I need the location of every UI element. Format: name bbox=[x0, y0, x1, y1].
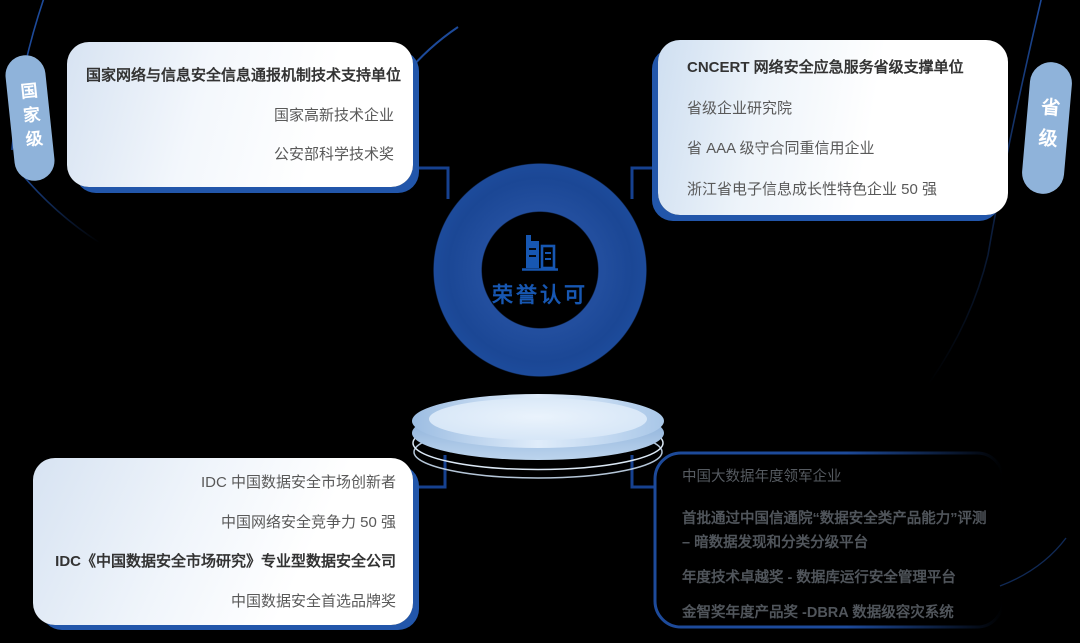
swoosh-curve-bottom-right bbox=[999, 537, 1067, 587]
award-card-bottom-right-outline bbox=[653, 451, 1005, 629]
connector-top-left bbox=[419, 166, 450, 199]
pedestal bbox=[412, 394, 664, 479]
swoosh-curve-right bbox=[927, 0, 1042, 386]
award-item: 公安部科学技术奖 bbox=[273, 146, 394, 163]
award-item: 中国网络安全竞争力 50 强 bbox=[220, 513, 396, 531]
connector-bottom-right bbox=[630, 455, 655, 489]
award-item: 中国数据安全首选品牌奖 bbox=[230, 592, 396, 610]
honor-ring: 荣誉认可 bbox=[433, 163, 647, 377]
award-item: 省级企业研究院 bbox=[687, 99, 793, 117]
award-item: 金智奖年度产品奖 -DBRA 数据级容灾系统 bbox=[682, 605, 954, 621]
honor-ring-center: 荣誉认可 bbox=[433, 163, 647, 377]
award-item: IDC《中国数据安全市场研究》专业型数据安全公司 bbox=[55, 553, 396, 571]
diagram-title: 荣誉认可 bbox=[492, 283, 588, 307]
award-item: 省 AAA 级守合同重信用企业 bbox=[687, 140, 875, 158]
award-item: 国家高新技术企业 bbox=[273, 106, 394, 124]
award-item: IDC 中国数据安全市场创新者 bbox=[200, 474, 396, 491]
award-item: 浙江省电子信息成长性特色企业 50 强 bbox=[687, 180, 938, 198]
award-card-top-left: 国家网络与信息安全信息通报机制技术支持单位 国家高新技术企业 公安部科学技术奖 bbox=[67, 42, 413, 187]
connector-top-right bbox=[630, 166, 657, 199]
connector-bottom-left bbox=[419, 455, 447, 489]
building-icon bbox=[522, 234, 558, 271]
swoosh-curve-left-lower bbox=[19, 171, 101, 244]
award-card-bottom-left: IDC 中国数据安全市场创新者 中国网络安全竞争力 50 强 IDC《中国数据安… bbox=[33, 458, 413, 625]
award-item: CNCERT 网络安全应急服务省级支撑单位 bbox=[687, 59, 964, 76]
award-item: 首批通过中国信通院“数据安全类产品能力”评测 bbox=[682, 511, 987, 527]
award-item: 年度技术卓越奖 - 数据库运行安全管理平台 bbox=[682, 570, 956, 586]
award-card-top-right: CNCERT 网络安全应急服务省级支撑单位 省级企业研究院 省 AAA 级守合同… bbox=[658, 40, 1008, 215]
award-card-bottom-right: 中国大数据年度领军企业 首批通过中国信通院“数据安全类产品能力”评测 – 暗数据… bbox=[655, 453, 1003, 627]
award-item: – 暗数据发现和分类分级平台 bbox=[682, 535, 869, 551]
award-item: 国家网络与信息安全信息通报机制技术支持单位 bbox=[86, 67, 402, 84]
award-item: 中国大数据年度领军企业 bbox=[682, 469, 842, 485]
